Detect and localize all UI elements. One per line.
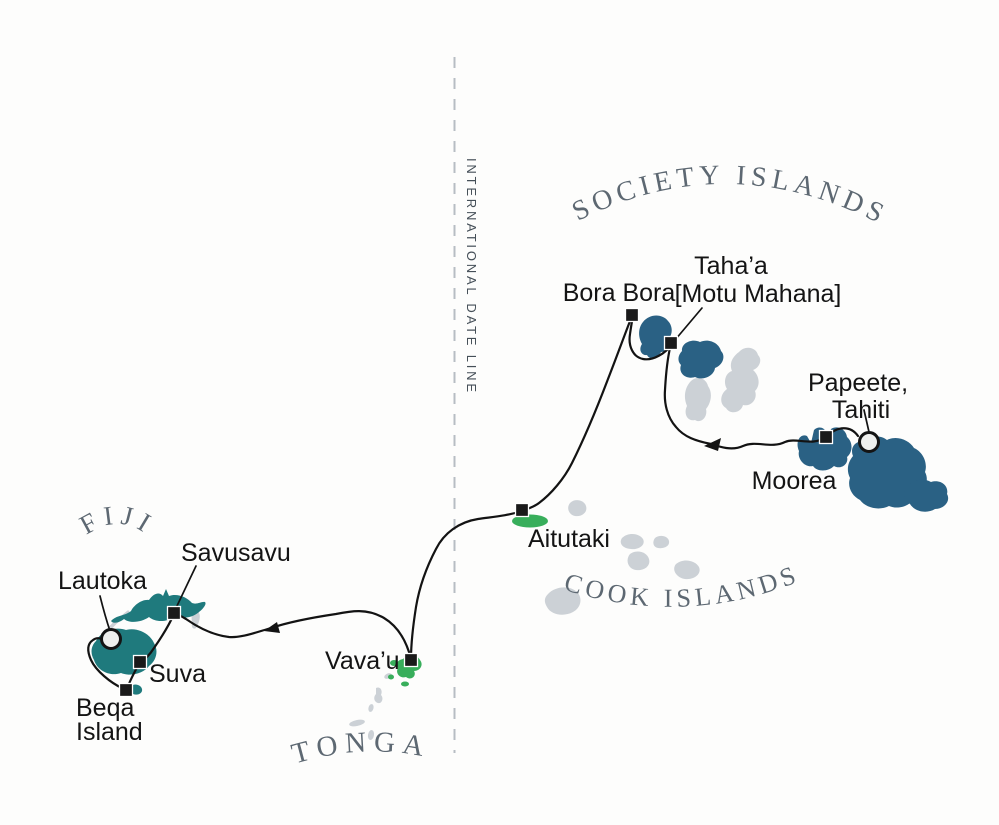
leader-savusavu bbox=[175, 565, 197, 609]
label-beqa-line1: Beqa bbox=[76, 694, 134, 722]
island-bora-bora bbox=[639, 315, 672, 359]
region-label-society: SOCIETY ISLANDS bbox=[567, 160, 893, 232]
leader-lautoka bbox=[99, 595, 111, 632]
island-cook-2 bbox=[620, 533, 644, 550]
marker-lautoka bbox=[100, 628, 122, 650]
marker-bora-bora bbox=[624, 307, 640, 323]
marker-suva bbox=[132, 654, 148, 670]
island-vavau-3 bbox=[388, 674, 394, 680]
region-label-fiji: FIJI bbox=[75, 500, 161, 541]
island-tonga-3 bbox=[368, 704, 374, 712]
port-markers-group bbox=[100, 307, 880, 698]
marker-savusavu bbox=[166, 605, 182, 621]
marker-moorea bbox=[818, 429, 834, 445]
island-raiatea bbox=[684, 377, 711, 422]
label-lautoka: Lautoka bbox=[58, 567, 147, 595]
faded-islands-group bbox=[105, 347, 761, 740]
marker-aitutaki bbox=[514, 502, 530, 518]
island-tonga-4 bbox=[349, 719, 365, 727]
island-cook-6 bbox=[544, 587, 581, 615]
island-aitutaki bbox=[512, 514, 548, 528]
island-moorea bbox=[797, 427, 852, 471]
label-bora-bora: Bora Bora bbox=[563, 279, 676, 307]
label-aitutaki: Aitutaki bbox=[528, 525, 610, 553]
island-vavau-2 bbox=[390, 660, 398, 666]
label-suva: Suva bbox=[149, 660, 206, 688]
island-vavau-4 bbox=[401, 681, 409, 687]
island-cook-1 bbox=[568, 500, 587, 517]
island-cook-3 bbox=[653, 535, 670, 549]
leader-tahaa bbox=[674, 307, 703, 341]
route-borabora-aitutaki bbox=[520, 314, 634, 513]
island-tonga-5 bbox=[367, 730, 375, 740]
marker-beqa bbox=[118, 682, 134, 698]
island-huahine bbox=[721, 347, 761, 413]
route-group bbox=[87, 314, 860, 691]
polynesia-islands-group bbox=[639, 315, 949, 512]
port-labels-group: Papeete, Tahiti Moorea Taha’a [Motu Maha… bbox=[58, 252, 908, 746]
marker-vavau bbox=[403, 652, 419, 668]
marker-papeete bbox=[858, 431, 880, 453]
route-arrow-west-fiji bbox=[264, 622, 280, 633]
label-vavau: Vava’u bbox=[325, 647, 400, 675]
international-date-line-label: INTERNATIONAL DATE LINE bbox=[464, 158, 479, 395]
island-tonga-2 bbox=[374, 687, 383, 704]
route-tahaa-borabora bbox=[628, 314, 673, 361]
label-beqa-line2: Island bbox=[76, 718, 143, 746]
label-tahaa-line2: [Motu Mahana] bbox=[675, 280, 842, 308]
label-papeete-line2: Tahiti bbox=[832, 396, 890, 424]
marker-tahaa bbox=[663, 335, 679, 351]
region-label-tonga: TONGA bbox=[288, 726, 433, 770]
route-arrow-west-moorea bbox=[704, 438, 721, 451]
island-cook-4 bbox=[627, 551, 650, 571]
label-moorea: Moorea bbox=[752, 467, 837, 495]
leader-papeete bbox=[863, 409, 870, 433]
label-savusavu: Savusavu bbox=[181, 539, 291, 567]
label-papeete-line1: Papeete, bbox=[808, 369, 908, 397]
island-tahaa bbox=[678, 340, 724, 379]
island-cook-5 bbox=[674, 560, 700, 580]
route-beqa-lautoka bbox=[87, 637, 124, 690]
island-tahiti-iti bbox=[903, 479, 949, 512]
leader-lines-group bbox=[99, 307, 870, 632]
route-aitutaki-vavau bbox=[409, 509, 524, 661]
label-tahaa-line1: Taha’a bbox=[694, 252, 768, 280]
